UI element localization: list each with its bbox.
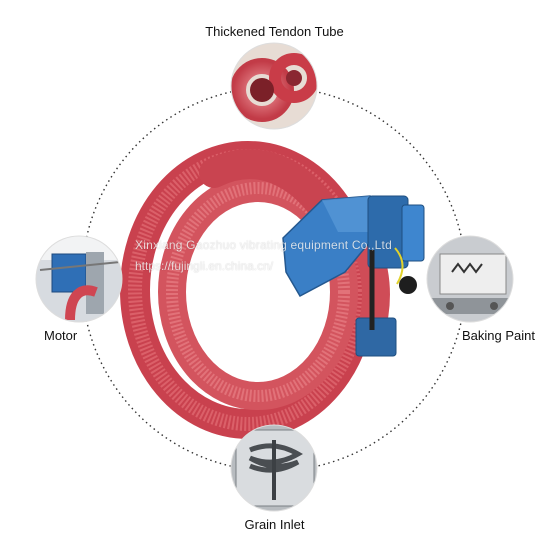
watermark-url: https://fujingli.en.china.cn/ — [135, 259, 274, 273]
label-motor: Motor — [44, 328, 78, 343]
watermark-company: Xinxiang Gaozhuo vibrating equipment Co.… — [135, 238, 392, 252]
label-baking-paint: Baking Paint — [462, 328, 535, 343]
label-grain-inlet: Grain Inlet — [244, 517, 305, 532]
inset-baking-paint — [426, 235, 514, 323]
label-thickened-tendon-tube: Thickened Tendon Tube — [205, 24, 344, 39]
inset-grain-inlet — [230, 424, 318, 512]
auger-conveyor-product — [120, 141, 425, 439]
inset-thickened-tendon-tube — [230, 42, 318, 130]
hose-outlet — [199, 149, 340, 225]
motor-housing — [282, 195, 425, 357]
inset-motor — [35, 235, 123, 323]
